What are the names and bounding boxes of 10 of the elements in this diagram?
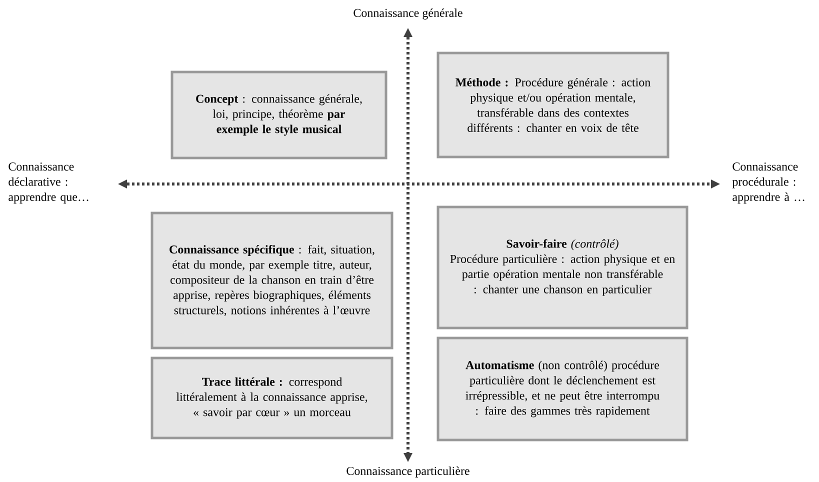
text-box: Automatisme (non contrôlé) procédure particulière dont le déclenchement est irrépressible, et ne peut être interrompu : faire des gammes très rapidement	[436, 336, 688, 442]
axis-label: Connaissance particulière	[346, 466, 470, 478]
axis-label: Connaissance procédurale : apprendre à …	[732, 162, 804, 204]
text-box: Savoir-faire (contrôlé) Procédure particulière : action physique et en partie opération mentale non transférable : chanter une chanson en particulier	[436, 206, 688, 330]
axis-label: Connaissance générale	[354, 8, 462, 20]
text-box: Concept : connaissance générale, loi, principe, théorème par exemple le style musical	[170, 70, 388, 160]
axis-label: Connaissance déclarative : apprendre que…	[8, 162, 88, 204]
text-box: Connaissance spécifique : fait, situation, état du monde, par exemple titre, auteur, compositeur de la chanson en train d’être apprise, repères biographiques, éléments structurels, notions inhérentes à l’œuvre	[150, 212, 394, 350]
text-box: Méthode : Procédure générale : action physique et/ou opération mentale, transférable dans des contextes différents : chanter en voix de tête	[436, 52, 670, 158]
text-box: Trace littérale : correspond littéralement à la connaissance apprise, « savoir par cœur » un morceau	[150, 356, 394, 440]
